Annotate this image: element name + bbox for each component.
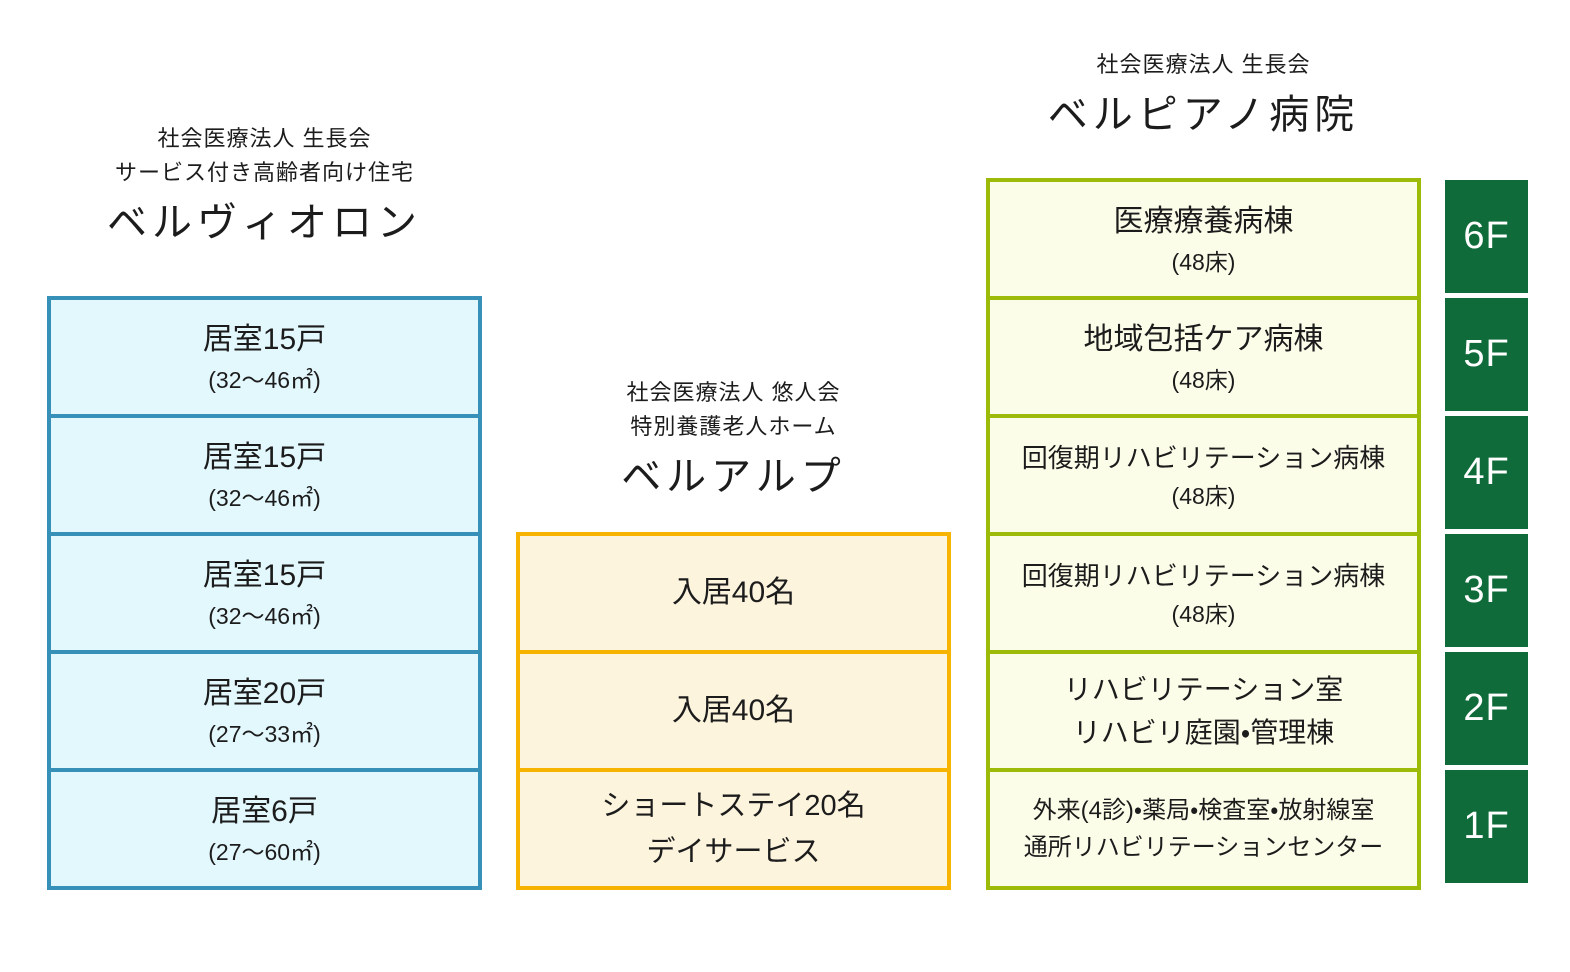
bellalp-name: ベルアルプ <box>621 455 846 499</box>
bellalp-org-line2: 特別養護老人ホーム <box>630 414 837 439</box>
bellpiano-org-line1: 社会医療法人 生長会 <box>1096 52 1311 77</box>
floor-box-main: 入居40名 <box>671 694 796 727</box>
bellalp-header: 社会医療法人 悠人会 特別養護老人ホーム ベルアルプ <box>516 376 951 502</box>
floor-box-sub: (48床) <box>1171 366 1236 393</box>
floor-box-main: 入居40名 <box>671 576 796 609</box>
velviolon-name: ベルヴィオロン <box>107 201 422 245</box>
velviolon-floor-box-4: 居室20戸 (27〜33㎡) <box>47 650 482 772</box>
floor-box-main: 居室15戸 <box>202 558 327 592</box>
floor-box-line1: リハビリテーション室 <box>1063 674 1344 705</box>
floor-label-4f: 4F <box>1445 416 1528 529</box>
velviolon-org-line2: サービス付き高齢者向け住宅 <box>114 160 414 185</box>
velviolon-floor-box-3: 居室15戸 (32〜46㎡) <box>47 532 482 654</box>
floor-box-main: 回復期リハビリテーション病棟 <box>1021 442 1386 473</box>
velviolon-floor-box-1: 居室15戸 (32〜46㎡) <box>47 296 482 418</box>
velviolon-header: 社会医療法人 生長会 サービス付き高齢者向け住宅 ベルヴィオロン <box>47 122 482 248</box>
bellpiano-floor-box-4f: 回復期リハビリテーション病棟 (48床) <box>986 414 1421 536</box>
floor-box-sub: (48床) <box>1171 600 1236 627</box>
floor-label-6f: 6F <box>1445 180 1528 293</box>
floor-box-sub: (27〜60㎡) <box>208 838 321 865</box>
bellpiano-floor-box-1f: 外来(4診)・薬局・検査室・放射線室 通所リハビリテーションセンター <box>986 768 1421 890</box>
bellalp-floor-box-3: ショートステイ20名 デイサービス <box>516 768 951 890</box>
velviolon-floor-box-2: 居室15戸 (32〜46㎡) <box>47 414 482 536</box>
bellalp-floor-box-1: 入居40名 <box>516 532 951 654</box>
bellpiano-floor-box-6f: 医療療養病棟 (48床) <box>986 178 1421 300</box>
bellpiano-floor-stack: 医療療養病棟 (48床) 地域包括ケア病棟 (48床) 回復期リハビリテーション… <box>986 178 1421 890</box>
floor-label-2f: 2F <box>1445 652 1528 765</box>
floor-box-main: 居室15戸 <box>202 322 327 356</box>
bellalp-org-line1: 社会医療法人 悠人会 <box>626 380 841 405</box>
velviolon-floor-stack: 居室15戸 (32〜46㎡) 居室15戸 (32〜46㎡) 居室15戸 (32〜… <box>47 296 482 890</box>
bellpiano-header: 社会医療法人 生長会 ベルピアノ病院 <box>986 48 1421 140</box>
bellpiano-floor-box-2f: リハビリテーション室 リハビリ庭園・管理棟 <box>986 650 1421 772</box>
floor-label-1f: 1F <box>1445 770 1528 883</box>
floor-box-main: 医療療養病棟 <box>1113 204 1294 238</box>
bellpiano-floor-box-5f: 地域包括ケア病棟 (48床) <box>986 296 1421 418</box>
floor-box-sub: (48床) <box>1171 482 1236 509</box>
bellpiano-name: ベルピアノ病院 <box>1047 93 1360 137</box>
floor-box-line1: ショートステイ20名 <box>601 790 866 822</box>
floor-box-sub: (32〜46㎡) <box>208 484 321 511</box>
floor-box-sub: (32〜46㎡) <box>208 602 321 629</box>
floor-box-line2: デイサービス <box>646 836 821 868</box>
velviolon-floor-box-5: 居室6戸 (27〜60㎡) <box>47 768 482 890</box>
floor-box-sub: (32〜46㎡) <box>208 366 321 393</box>
floor-box-main: 回復期リハビリテーション病棟 <box>1021 560 1386 591</box>
floor-box-main: 居室15戸 <box>202 440 327 474</box>
floor-box-line2: 通所リハビリテーションセンター <box>1023 834 1384 861</box>
floor-number-rail: 6F 5F 4F 3F 2F 1F <box>1445 180 1528 888</box>
floor-box-main: 地域包括ケア病棟 <box>1083 322 1324 356</box>
bellalp-floor-box-2: 入居40名 <box>516 650 951 772</box>
floor-label-5f: 5F <box>1445 298 1528 411</box>
floor-label-3f: 3F <box>1445 534 1528 647</box>
bellalp-floor-stack: 入居40名 入居40名 ショートステイ20名 デイサービス <box>516 532 951 890</box>
floor-box-main: 居室6戸 <box>211 794 318 828</box>
floor-box-sub: (48床) <box>1171 248 1236 275</box>
velviolon-org-line1: 社会医療法人 生長会 <box>157 126 372 151</box>
bellpiano-floor-box-3f: 回復期リハビリテーション病棟 (48床) <box>986 532 1421 654</box>
floor-box-line2: リハビリ庭園・管理棟 <box>1072 717 1335 748</box>
floor-box-line1: 外来(4診)・薬局・検査室・放射線室 <box>1032 797 1375 824</box>
floor-box-main: 居室20戸 <box>202 676 327 710</box>
floor-box-sub: (27〜33㎡) <box>208 720 321 747</box>
